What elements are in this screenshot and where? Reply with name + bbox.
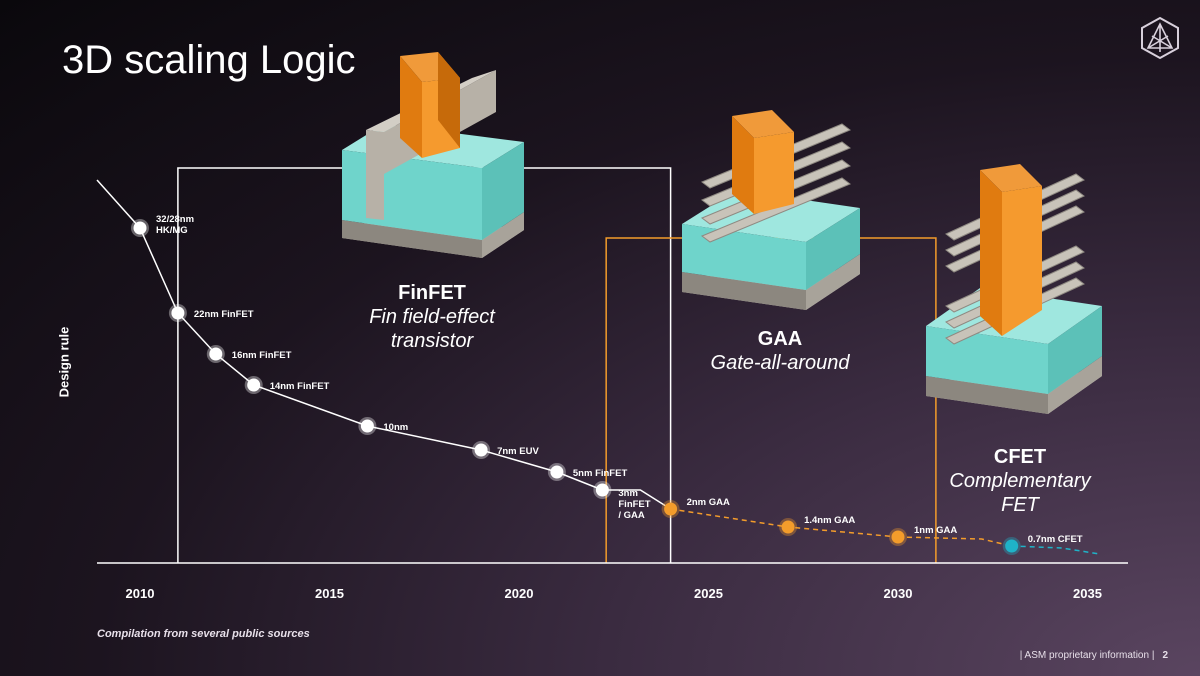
asm-logo-icon bbox=[1141, 16, 1179, 60]
finfet-label: FinFET Fin field-effect transistor bbox=[369, 282, 495, 353]
series-line-0 bbox=[139, 227, 603, 491]
data-point-label: 1nm GAA bbox=[914, 525, 957, 536]
data-point bbox=[133, 221, 147, 235]
series-connector-gaa-cfet bbox=[897, 536, 1012, 547]
finfet-transistor-illustration bbox=[342, 52, 524, 258]
x-tick-label: 2015 bbox=[315, 586, 344, 601]
data-point bbox=[664, 502, 678, 516]
y-axis-label: Design rule bbox=[56, 326, 72, 398]
page-number: 2 bbox=[1162, 650, 1168, 661]
x-tick-labels: 2010 2015 2020 2025 2030 2035 bbox=[126, 586, 1102, 601]
data-point bbox=[1005, 539, 1019, 553]
data-point-label: 10nm bbox=[383, 422, 408, 433]
data-point-label: 2nm GAA bbox=[687, 497, 730, 508]
data-point bbox=[247, 378, 261, 392]
cfet-desc: Complementary FET bbox=[949, 470, 1091, 516]
data-point bbox=[209, 347, 223, 361]
slide-title: 3D scaling Logic bbox=[62, 38, 356, 82]
x-tick-label: 2010 bbox=[126, 586, 155, 601]
points-layer bbox=[131, 219, 1021, 555]
cfet-label: CFET Complementary FET bbox=[930, 446, 1110, 517]
finfet-desc-line2: transistor bbox=[390, 330, 474, 352]
data-point bbox=[550, 465, 564, 479]
x-tick-label: 2020 bbox=[505, 586, 534, 601]
data-point-label: 22nm FinFET bbox=[194, 309, 254, 320]
x-tick-label: 2035 bbox=[1073, 586, 1102, 601]
data-point-label: 1.4nm GAA bbox=[804, 515, 855, 526]
series-tail-cfet bbox=[1011, 545, 1100, 555]
data-point-label: 16nm FinFET bbox=[232, 350, 292, 361]
data-point-label: 5nm FinFET bbox=[573, 468, 628, 479]
gaa-label: GAA Gate-all-around bbox=[711, 328, 850, 375]
gaa-desc: Gate-all-around bbox=[710, 352, 850, 374]
gaa-name: GAA bbox=[757, 328, 803, 350]
data-point bbox=[474, 443, 488, 457]
data-point-label: 0.7nm CFET bbox=[1028, 534, 1083, 545]
data-point bbox=[781, 520, 795, 534]
data-point bbox=[595, 483, 609, 497]
cfet-transistor-illustration bbox=[926, 164, 1102, 414]
footer-text: | ASM proprietary information | bbox=[1019, 650, 1155, 661]
data-point-label: 7nm EUV bbox=[497, 446, 539, 457]
series-connector-finfet-gaa bbox=[602, 489, 671, 510]
series-layer bbox=[139, 227, 1100, 555]
data-point-label: 14nm FinFET bbox=[270, 381, 330, 392]
data-point bbox=[360, 419, 374, 433]
gaa-transistor-illustration bbox=[682, 110, 860, 310]
footer: | ASM proprietary information | 2 bbox=[1020, 650, 1168, 661]
trend-lead-in bbox=[96, 179, 141, 229]
finfet-desc-line1: Fin field-effect bbox=[369, 306, 495, 328]
finfet-name: FinFET bbox=[398, 282, 466, 304]
data-point bbox=[171, 306, 185, 320]
cfet-name: CFET bbox=[993, 446, 1047, 468]
source-note: Compilation from several public sources bbox=[97, 628, 310, 640]
x-tick-label: 2025 bbox=[694, 586, 723, 601]
data-point bbox=[891, 530, 905, 544]
x-tick-label: 2030 bbox=[884, 586, 913, 601]
